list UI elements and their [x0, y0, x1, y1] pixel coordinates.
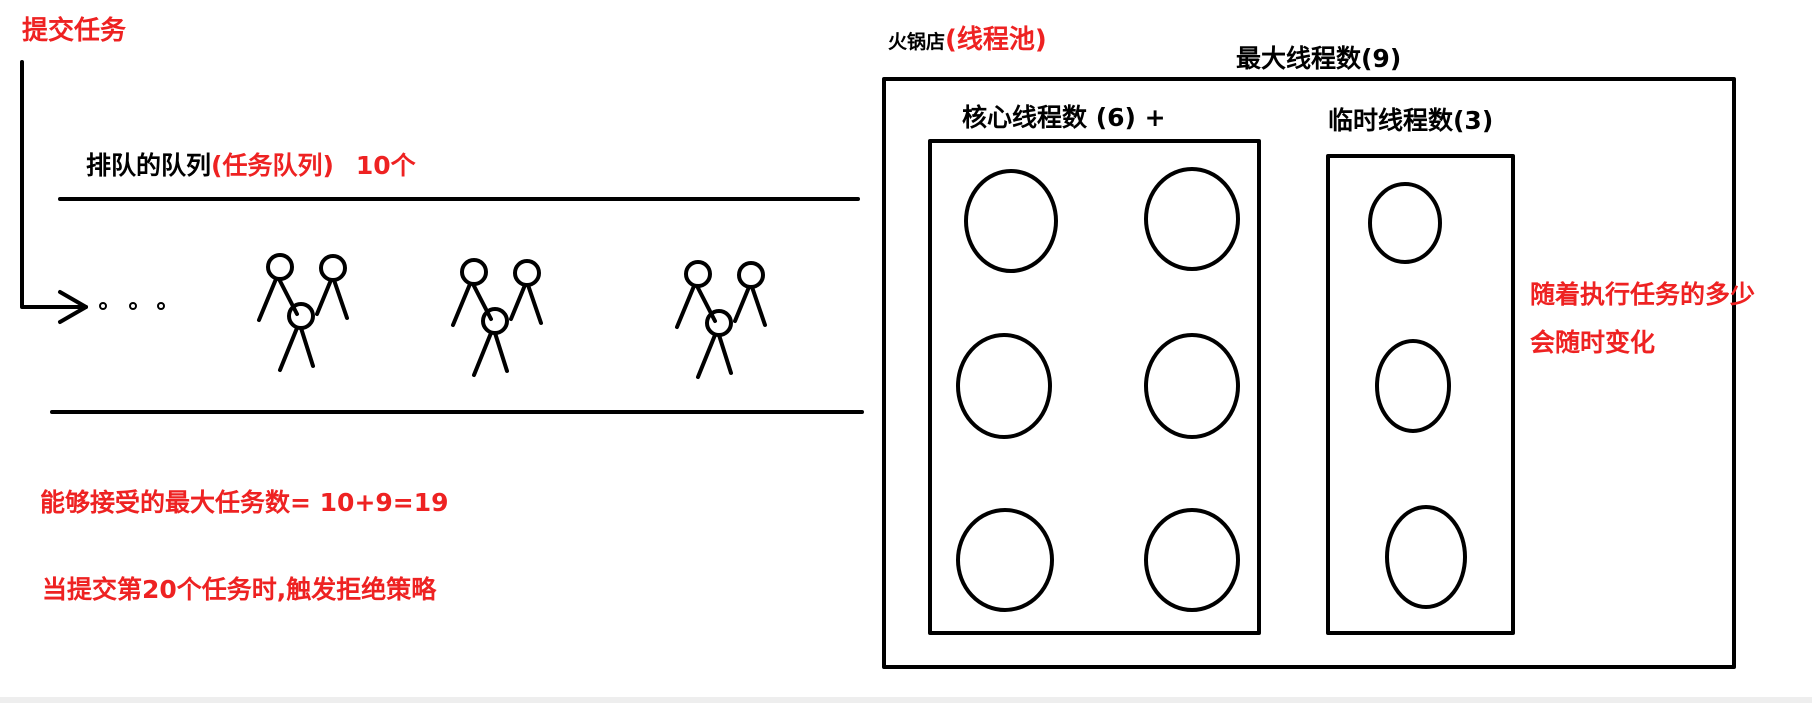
pool-title: 火锅店(线程池) — [888, 27, 1047, 53]
temp-threads-label: 临时线程数(3) — [1328, 106, 1494, 135]
temp-threads-box — [1326, 154, 1515, 635]
core-thread-5 — [956, 508, 1054, 612]
task-group-1 — [257, 253, 349, 372]
queue-label-prefix: 排队的队列 — [86, 151, 212, 180]
restaurant-label: 火锅店 — [888, 31, 946, 53]
thread-pool-label: (线程池) — [945, 25, 1047, 55]
task-group-2 — [451, 258, 543, 377]
submit-arrow — [20, 60, 88, 309]
core-threads-box — [928, 139, 1261, 635]
core-thread-4 — [1144, 333, 1240, 439]
core-thread-2 — [1144, 167, 1240, 271]
queue-label-suffix: (任务队列) — [211, 151, 334, 180]
submit-arrowhead — [58, 290, 88, 324]
max-threads-label: 最大线程数(9) — [1236, 44, 1402, 73]
queue-label: 排队的队列(任务队列) 10个 — [86, 153, 416, 178]
reject-policy-label: 当提交第20个任务时,触发拒绝策略 — [42, 575, 437, 604]
core-threads-label: 核心线程数 (6) + — [962, 103, 1166, 132]
core-thread-circles — [956, 167, 1240, 612]
temp-thread-circles — [1368, 182, 1467, 609]
temp-thread-1 — [1368, 182, 1442, 264]
temp-thread-2 — [1375, 339, 1451, 433]
core-thread-1 — [964, 169, 1058, 273]
task-group-3 — [675, 260, 767, 379]
temp-note-line2: 会随时变化 — [1530, 328, 1656, 357]
temp-note-line1: 随着执行任务的多少 — [1530, 280, 1756, 309]
queue-ellipsis-dots — [99, 302, 165, 310]
submit-task-label: 提交任务 — [22, 16, 127, 46]
core-thread-6 — [1144, 508, 1240, 612]
max-tasks-label: 能够接受的最大任务数= 10+9=19 — [40, 488, 449, 517]
temp-thread-3 — [1385, 505, 1467, 609]
queue-capacity: 10个 — [355, 151, 416, 180]
bottom-strip — [0, 697, 1812, 703]
thread-pool-box — [882, 77, 1736, 669]
core-thread-3 — [956, 333, 1052, 439]
